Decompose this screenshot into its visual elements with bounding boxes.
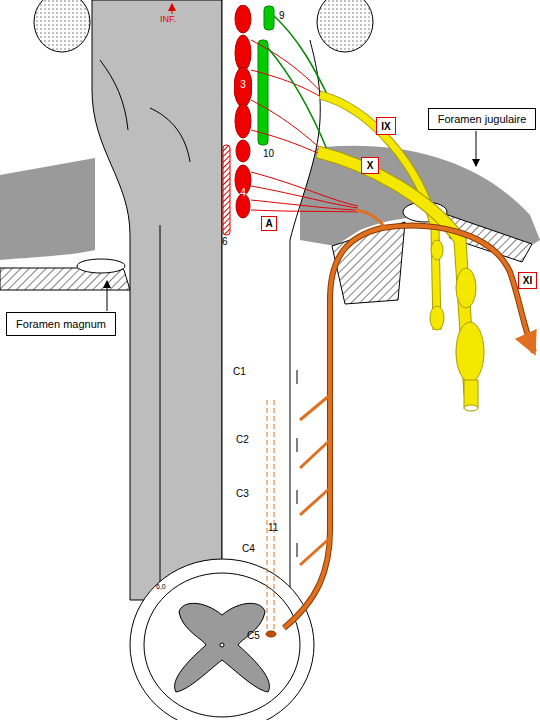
- nucleus-11: [267, 400, 274, 630]
- nucleus-9: [264, 6, 274, 30]
- nerve-fibres: [268, 16, 328, 152]
- accessory-nerve: [284, 226, 534, 628]
- spinal-rootlets: [300, 395, 330, 565]
- label-box: XI: [518, 272, 537, 289]
- nucleus-10: [258, 40, 268, 145]
- vagus-nerve: [318, 152, 470, 395]
- callout-number: INF.: [160, 14, 176, 24]
- callout-number: C3: [236, 488, 249, 499]
- pointer-arrow: [476, 131, 477, 166]
- callout-number: C4: [242, 543, 255, 554]
- box-label: X: [367, 160, 374, 171]
- label-box: Foramen magnum: [6, 312, 116, 336]
- nucleus-number: 4: [240, 187, 246, 198]
- glossopharyngeal-nerve: [320, 95, 437, 330]
- label-box: IX: [376, 117, 396, 135]
- box-label: Foramen magnum: [16, 318, 106, 330]
- root-ticks: [297, 370, 298, 557]
- callout-number: C1: [233, 366, 246, 377]
- label-box: A: [261, 216, 277, 231]
- box-label: XI: [523, 275, 532, 286]
- medulla-half: [92, 0, 222, 600]
- foramen-magnum: [77, 259, 125, 273]
- box-label: IX: [381, 121, 390, 132]
- cord-section: [130, 559, 314, 720]
- box-label: A: [265, 218, 272, 229]
- nucleus-number: 3: [240, 79, 246, 90]
- nerve-fibres: [251, 40, 358, 212]
- nucleus-shape: 3: [234, 5, 252, 163]
- direction-arrow: [172, 4, 173, 14]
- pointer-arrow: [107, 281, 108, 311]
- grey-matter: [175, 603, 270, 692]
- nucleus-shape: 4: [234, 164, 252, 220]
- nucleus-6: [223, 145, 230, 235]
- callout-number: C2: [236, 434, 249, 445]
- callout-number: 11: [268, 522, 278, 533]
- label-box: Foramen jugulaire: [428, 108, 536, 130]
- callout-number: C5: [247, 630, 260, 641]
- skull-base: [0, 158, 95, 260]
- callout-number: 6: [222, 236, 228, 247]
- nucleus-11-section: [266, 631, 276, 637]
- surface-line: [150, 108, 190, 162]
- olive: [317, 0, 373, 52]
- callout-number: 9: [279, 10, 285, 21]
- callout-number: 10: [263, 148, 274, 159]
- box-label: Foramen jugulaire: [438, 113, 527, 125]
- callout-number: 6,0: [156, 583, 166, 590]
- olive: [34, 0, 90, 52]
- label-box: X: [361, 157, 379, 174]
